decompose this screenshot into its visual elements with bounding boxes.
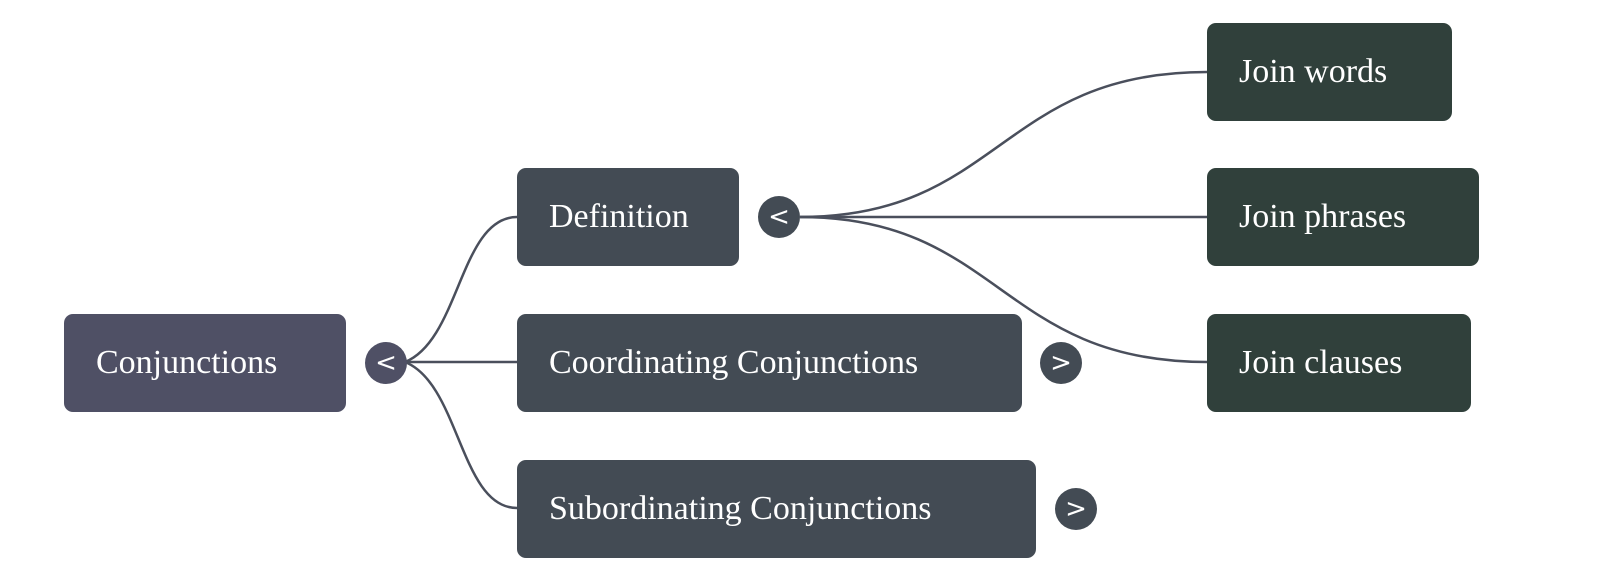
chevron-right-icon: > [1050, 348, 1072, 378]
chevron-left-icon: < [375, 348, 397, 378]
connector-definition-join-clauses [799, 215, 1208, 364]
node-join-words-label: Join words [1239, 53, 1388, 90]
chevron-right-icon: > [1065, 494, 1087, 524]
expand-subordinating-toggle[interactable]: > [1055, 488, 1097, 530]
node-join-words[interactable]: Join words [1207, 23, 1452, 121]
node-subordinating-conjunctions[interactable]: Subordinating Conjunctions [517, 460, 1036, 558]
node-coordinating-conjunctions-label: Coordinating Conjunctions [549, 344, 919, 381]
node-definition[interactable]: Definition [517, 168, 739, 266]
connector-root-definition [404, 215, 518, 364]
expand-coordinating-toggle[interactable]: > [1040, 342, 1082, 384]
node-join-clauses-label: Join clauses [1239, 344, 1403, 381]
node-join-phrases[interactable]: Join phrases [1207, 168, 1479, 266]
collapse-definition-toggle[interactable]: < [758, 196, 800, 238]
node-coordinating-conjunctions[interactable]: Coordinating Conjunctions [517, 314, 1022, 412]
connector-root-subordinating [404, 360, 518, 510]
chevron-left-icon: < [768, 202, 790, 232]
collapse-conjunctions-toggle[interactable]: < [365, 342, 407, 384]
node-conjunctions-label: Conjunctions [96, 344, 278, 381]
node-subordinating-conjunctions-label: Subordinating Conjunctions [549, 490, 932, 527]
node-definition-label: Definition [549, 198, 689, 235]
node-join-phrases-label: Join phrases [1239, 198, 1407, 235]
node-join-clauses[interactable]: Join clauses [1207, 314, 1471, 412]
node-conjunctions[interactable]: Conjunctions [64, 314, 346, 412]
connector-definition-join-words [799, 70, 1208, 219]
